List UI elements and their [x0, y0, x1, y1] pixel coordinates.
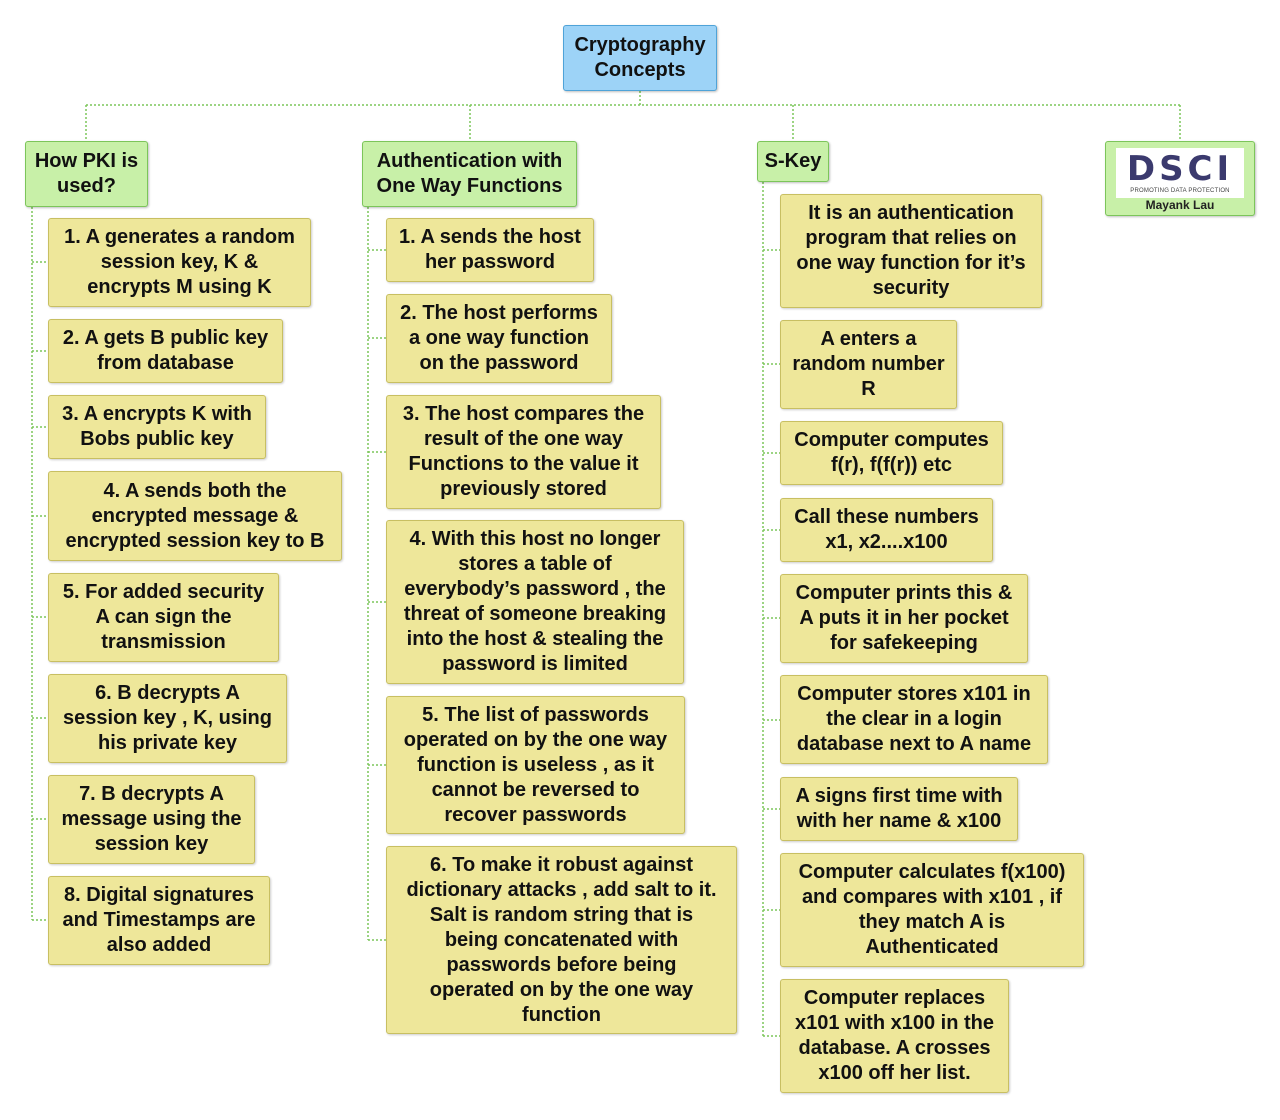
- logo-author: Mayank Lau: [1145, 198, 1215, 212]
- skey-step: A signs first time with with her name & …: [780, 777, 1018, 841]
- skey-step: Computer stores x101 in the clear in a l…: [780, 675, 1048, 764]
- skey-step: It is an authentication program that rel…: [780, 194, 1042, 308]
- logo-badge: DSCI PROMOTING DATA PROTECTION: [1116, 148, 1244, 198]
- owf-step: 4. With this host no longer stores a tab…: [386, 520, 684, 684]
- pki-step: 4. A sends both the encrypted message & …: [48, 471, 342, 561]
- logo-tagline: PROMOTING DATA PROTECTION: [1130, 188, 1230, 194]
- skey-step: Computer replaces x101 with x100 in the …: [780, 979, 1009, 1093]
- owf-step: 3. The host compares the result of the o…: [386, 395, 661, 509]
- pki-step: 3. A encrypts K with Bobs public key: [48, 395, 266, 459]
- pki-step: 6. B decrypts A session key , K, using h…: [48, 674, 287, 763]
- owf-step: 2. The host performs a one way function …: [386, 294, 612, 383]
- pki-step: 2. A gets B public key from database: [48, 319, 283, 383]
- skey-step: Computer calculates f(x100) and compares…: [780, 853, 1084, 967]
- pki-step: 5. For added security A can sign the tra…: [48, 573, 279, 662]
- skey-step: Computer computes f(r), f(f(r)) etc: [780, 421, 1003, 485]
- column-header-s-key: S-Key: [757, 141, 829, 182]
- column-header-pki: How PKI is used?: [25, 141, 148, 207]
- dsci-logo: DSCI PROMOTING DATA PROTECTION Mayank La…: [1105, 141, 1255, 216]
- logo-brand: DSCI: [1126, 149, 1234, 189]
- column-header-one-way-functions: Authentication with One Way Functions: [362, 141, 577, 207]
- owf-step: 5. The list of passwords operated on by …: [386, 696, 685, 834]
- skey-step: A enters a random number R: [780, 320, 957, 409]
- pki-step: 1. A generates a random session key, K &…: [48, 218, 311, 307]
- pki-step: 7. B decrypts A message using the sessio…: [48, 775, 255, 864]
- skey-step: Computer prints this & A puts it in her …: [780, 574, 1028, 663]
- root-node: Cryptography Concepts: [563, 25, 717, 91]
- pki-step: 8. Digital signatures and Timestamps are…: [48, 876, 270, 965]
- owf-step: 6. To make it robust against dictionary …: [386, 846, 737, 1034]
- skey-step: Call these numbers x1, x2....x100: [780, 498, 993, 562]
- owf-step: 1. A sends the host her password: [386, 218, 594, 282]
